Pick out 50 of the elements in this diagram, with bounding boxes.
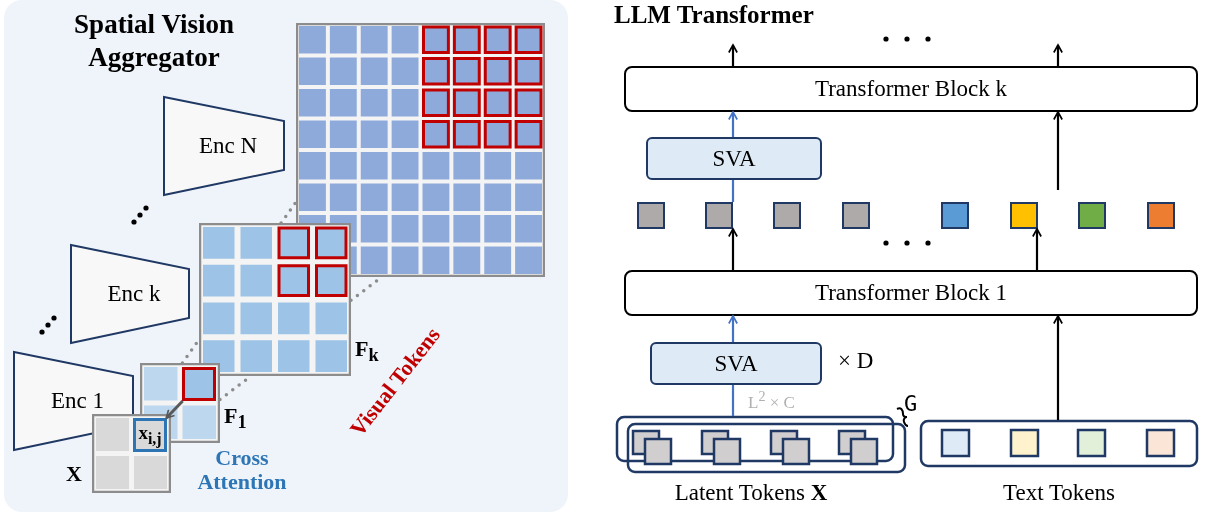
- side-label: X: [66, 462, 82, 487]
- annotation-text: Cross Attention: [196, 446, 288, 495]
- connector-line: [731, 180, 735, 202]
- encoder-label: Enc 1: [51, 388, 104, 414]
- group-label: Text Tokens: [1002, 480, 1116, 506]
- arrow: [728, 315, 738, 342]
- arrow: [1032, 228, 1042, 270]
- section-title: LLM Transformer: [614, 1, 814, 29]
- arrow: [1053, 111, 1063, 190]
- dotted-line: [279, 200, 298, 225]
- connector-line: [731, 385, 735, 416]
- encoder-trapezoid: [13, 351, 134, 451]
- encoder-trapezoid: [70, 244, 190, 344]
- arrow: [728, 111, 738, 137]
- block-label: Transformer Block k: [814, 76, 1008, 102]
- arrow: [1053, 315, 1063, 420]
- transformer-block: [624, 270, 1198, 316]
- block-label: SVA: [714, 350, 758, 377]
- block-label: SVA: [712, 145, 756, 172]
- feature-grid: [199, 223, 351, 376]
- token-square: [1010, 202, 1038, 229]
- token-square: [637, 202, 665, 229]
- latent-grid: [92, 414, 171, 493]
- encoder-label: Enc k: [107, 281, 161, 307]
- token-square: [842, 202, 870, 229]
- side-label: × D: [838, 348, 874, 374]
- token-square: [941, 202, 969, 229]
- token-square: [1147, 202, 1175, 229]
- token-square: [1078, 202, 1106, 229]
- token-square: [705, 202, 733, 229]
- cell-label: x$_{i,j}$: [138, 422, 162, 448]
- group-label: Latent Tokens X: [673, 480, 829, 506]
- arrow: [728, 44, 738, 66]
- transformer-block: [624, 66, 1198, 112]
- panel-background: [4, 0, 568, 512]
- encoder-label: Enc N: [198, 133, 258, 159]
- block-label: Transformer Block 1: [814, 280, 1008, 306]
- arrow: [165, 399, 184, 420]
- side-label: F$_{1}$: [224, 404, 247, 433]
- arrow: [1053, 44, 1063, 66]
- sva-block: [646, 137, 822, 180]
- feature-grid: [296, 23, 545, 277]
- encoder-trapezoid: [163, 96, 285, 196]
- token-square: [773, 202, 801, 229]
- side-label: F$_{k}$: [355, 337, 379, 366]
- side-label: G: [904, 392, 918, 417]
- arrow: [728, 228, 738, 270]
- sva-block: [650, 342, 822, 385]
- highlighted-cell: [182, 367, 216, 401]
- panel-title: Spatial Vision Aggregator: [73, 8, 235, 74]
